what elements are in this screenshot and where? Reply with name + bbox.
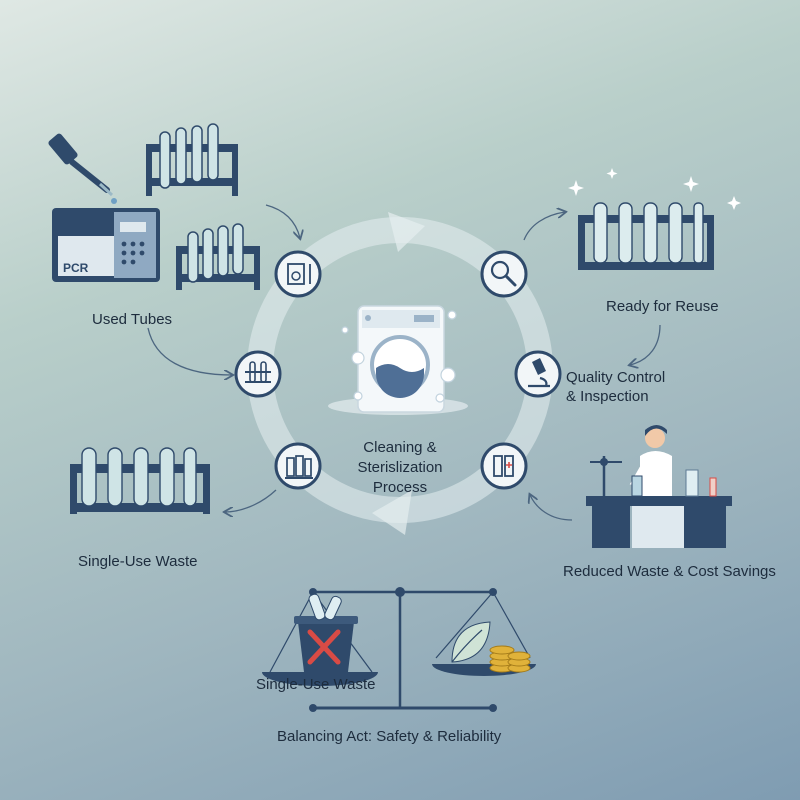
label-balancing-act: Balancing Act: Safety & Reliability [277, 728, 502, 745]
label-used-tubes: Used Tubes [92, 311, 173, 328]
cycle-node-microscope [514, 350, 562, 398]
cycle-node-vials [480, 442, 528, 490]
cleaning-line2: Sterislization [357, 459, 443, 476]
used-tube-rack-top [146, 123, 238, 196]
washing-machine-icon [328, 305, 468, 415]
label-quality-control: Quality Control & Inspection [566, 368, 665, 406]
pcr-machine-icon: PCR [52, 208, 160, 282]
quality-control-line2: & Inspection [566, 388, 649, 405]
cleaning-line3: Process [372, 479, 428, 496]
arrow-to-ready [523, 212, 565, 241]
label-ready-for-reuse: Ready for Reuse [606, 298, 719, 315]
flow-arrows [147, 204, 661, 521]
clean-tube-rack [568, 168, 741, 270]
cycle-node-magnifier [480, 250, 528, 298]
arrow-lab-to-vials [530, 495, 573, 521]
dropper-icon [48, 133, 117, 204]
balance-scale-icon [262, 587, 536, 712]
label-single-use-waste: Single-Use Waste [78, 553, 198, 570]
red-x-icon [307, 629, 341, 665]
coin-stack-icon [489, 645, 531, 673]
single-use-tube-rack [70, 447, 210, 514]
cleaning-line1: Cleaning & [363, 439, 437, 456]
label-reduced-waste: Reduced Waste & Cost Savings [563, 563, 776, 580]
leaf-icon [451, 621, 491, 663]
cycle-node-rack [234, 350, 282, 398]
quality-control-line1: Quality Control [566, 369, 666, 386]
arrow-used-to-rack [147, 327, 232, 375]
label-cleaning-process: Cleaning & Sterislization Process [330, 438, 470, 498]
sparkle-icons [568, 168, 741, 210]
arrow-used-to-wash [265, 204, 300, 238]
label-scale-waste: Single-Use Waste [256, 676, 376, 693]
cycle-node-bottles [274, 442, 322, 490]
used-tube-rack-bottom [176, 223, 260, 290]
cycle-node-wash [274, 250, 322, 298]
arrow-ready-to-qc [630, 324, 661, 365]
arrow-bottles-to-waste [225, 489, 277, 512]
lab-scientist-icon [586, 425, 732, 548]
waste-bin-icon [294, 593, 358, 672]
pcr-label: PCR [63, 261, 89, 275]
